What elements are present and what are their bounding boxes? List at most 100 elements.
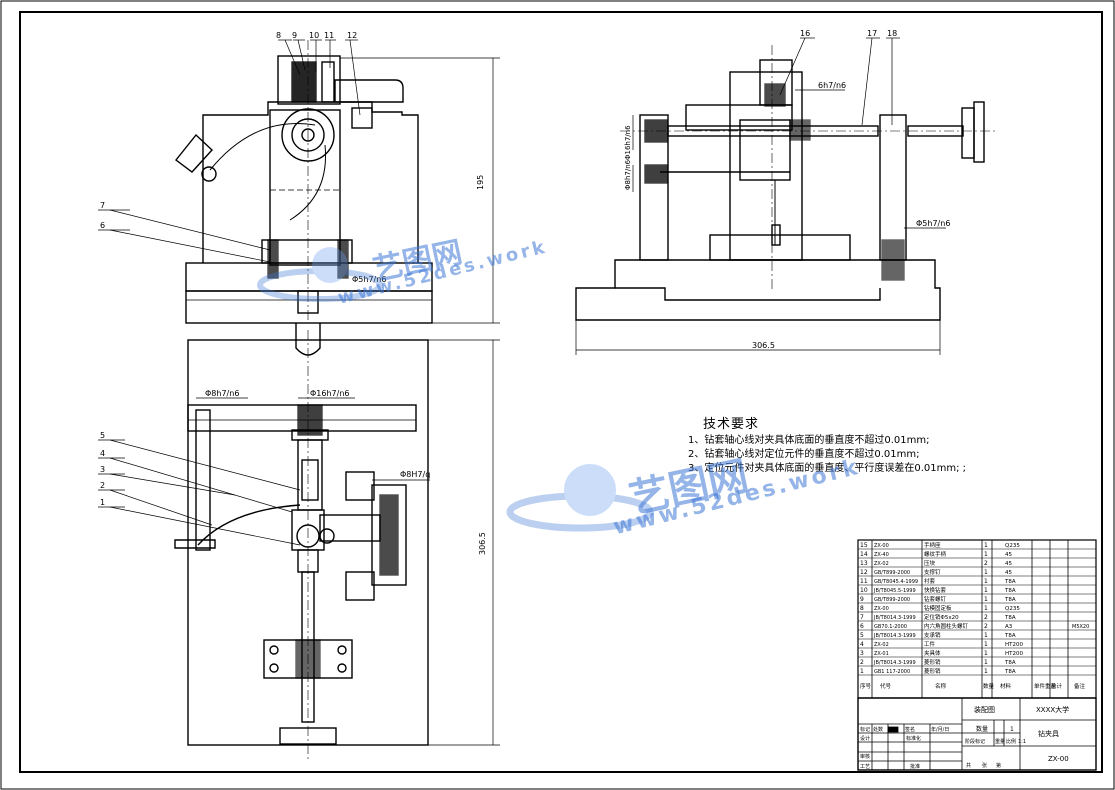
bom-cell-name: 定位销Φ5x20	[924, 613, 959, 621]
bom-cell-code: ZX-00	[874, 543, 889, 549]
balloon-18: 18	[887, 29, 897, 38]
bom-cell-mat: T8A	[1004, 588, 1016, 594]
bom-cell-no: 2	[860, 659, 864, 666]
bom-cell-mat: 45	[1005, 561, 1012, 567]
bom-cell-code: ZX-01	[874, 651, 889, 657]
bom-cell-code: ZX-40	[874, 552, 889, 558]
bom-cell-name: 衬套	[924, 577, 936, 585]
bom-cell-mat: 45	[1005, 570, 1012, 576]
tech-line-2: 2、钻套轴心线对定位元件的垂直度不超过0.01mm;	[688, 449, 920, 460]
bom-cell-qty: 1	[984, 569, 988, 576]
dim-306-horizontal-text: 306.5	[752, 341, 775, 350]
tb-scale-label: 比例	[1006, 738, 1016, 745]
balloon-8: 8	[276, 31, 281, 40]
balloon-4: 4	[100, 449, 105, 458]
technical-requirements: 技术要求 1、钻套轴心线对夹具体底面的垂直度不超过0.01mm; 2、钻套轴心线…	[688, 418, 988, 476]
tb-review: 审核	[860, 753, 870, 760]
fit-5h7-side: Φ5h7/n6	[916, 219, 950, 228]
bom-cell-name: 菱形销	[924, 658, 941, 666]
tb-standard: 标准化	[906, 735, 921, 742]
tb-qty-label: 数量	[976, 725, 988, 733]
bom-cell-name: 钻模固定板	[924, 604, 952, 612]
bom-header-name: 名称	[935, 682, 947, 690]
tb-stage-label: 阶段标记	[965, 738, 985, 745]
bom-cell-mat: T8A	[1004, 633, 1016, 639]
front-leaders	[98, 39, 361, 263]
bom-cell-code: JB/T8014.3-1999	[873, 615, 916, 621]
balloon-12: 12	[347, 31, 357, 40]
tb-qty-value: 1	[1010, 726, 1014, 733]
balloon-16: 16	[800, 29, 810, 38]
bom-cell-mat: T8A	[1004, 669, 1016, 675]
bom-header-total: 总计	[1051, 682, 1063, 690]
bom-cell-code: GB/T8045.4-1999	[874, 579, 918, 585]
bom-cell-mat: T8A	[1004, 597, 1016, 603]
balloon-5: 5	[100, 431, 105, 440]
fit-16h7-side: Φ16h7/n6	[624, 125, 632, 160]
balloon-7: 7	[100, 201, 105, 210]
bom-cell-mat: T8A	[1004, 660, 1016, 666]
tb-sign: 签名	[905, 726, 915, 733]
bom-cell-mat: Q235	[1005, 543, 1020, 549]
bom-cell-qty: 1	[984, 551, 988, 558]
bom-cell-qty: 1	[984, 578, 988, 585]
bom-cell-qty: 1	[984, 641, 988, 648]
tb-approve: 批准	[910, 763, 920, 770]
bom-cell-no: 14	[860, 551, 868, 558]
dim-195-text: 195	[476, 175, 485, 190]
bom-cell-code: JB/T8045.5-1999	[873, 588, 916, 594]
top-leaders	[98, 439, 301, 546]
front-dimension-195	[340, 57, 500, 324]
bom-cell-name: 内六角圆柱头螺钉	[924, 622, 969, 630]
balloon-10: 10	[309, 31, 319, 40]
tb-sheet: 张	[982, 762, 987, 769]
bom-cell-qty: 1	[984, 542, 988, 549]
bom-cell-no: 4	[860, 641, 864, 648]
balloon-6: 6	[100, 221, 105, 230]
tb-mark: 标记	[860, 726, 870, 733]
bom-cell-no: 3	[860, 650, 864, 657]
bom-cell-name: 支承销	[924, 631, 941, 639]
tb-school: XXXX大学	[1036, 705, 1069, 714]
bom-cell-code: ZX-02	[874, 561, 889, 567]
tb-weight-label: 重量	[995, 738, 1005, 745]
tb-design: 设计	[860, 735, 870, 742]
bom-cell-qty: 2	[984, 560, 988, 567]
balloon-9: 9	[292, 31, 297, 40]
dim-306-vertical-text: 306.5	[478, 532, 487, 555]
bom-cell-name: 支撑钉	[924, 568, 941, 576]
bom-cell-qty: 1	[984, 632, 988, 639]
tb-sheets-total: 共	[966, 762, 971, 769]
fit-16h7-top: Φ16h7/n6	[310, 389, 350, 398]
bom-cell-name: 快换钻套	[924, 586, 947, 594]
tech-line-1: 1、钻套轴心线对夹具体底面的垂直度不超过0.01mm;	[688, 435, 930, 446]
bom-cell-qty: 1	[984, 587, 988, 594]
bom-cell-mat: HT200	[1005, 651, 1023, 657]
bom-cell-code: GB1 117-2000	[874, 669, 910, 675]
bom-cell-name: 菱形销	[924, 667, 941, 675]
fit-8H7-q: Φ8H7/q	[400, 470, 430, 479]
bom-cell-code: GB/T899-2000	[874, 597, 910, 603]
tb-drawing-no: ZX-00	[1048, 755, 1069, 763]
balloon-11: 11	[324, 31, 334, 40]
bom-cell-no: 15	[860, 542, 868, 549]
fit-6h7-side: 6h7/n6	[818, 81, 846, 90]
balloon-2: 2	[100, 481, 105, 490]
balloon-17: 17	[867, 29, 877, 38]
title-block	[857, 697, 1097, 771]
bom-cell-no: 5	[860, 632, 864, 639]
bom-cell-code: JB/T8014.3-1999	[873, 660, 916, 666]
watermark-logo-lower	[506, 464, 654, 532]
bom-cell-name: 螺纹手柄	[924, 550, 947, 558]
bom-header-qty: 数量	[983, 682, 995, 690]
fit-8h7-top: Φ8h7/n6	[205, 389, 239, 398]
bom-cell-qty: 1	[984, 668, 988, 675]
bom-cell-no: 1	[860, 668, 864, 675]
bom-cell-qty: 1	[984, 650, 988, 657]
bom-cell-mat: Q235	[1005, 606, 1020, 612]
bom-cell-name: 工件	[924, 640, 936, 648]
bom-cell-name: 夹具体	[924, 649, 941, 657]
bom-cell-code: ZX-02	[874, 642, 889, 648]
